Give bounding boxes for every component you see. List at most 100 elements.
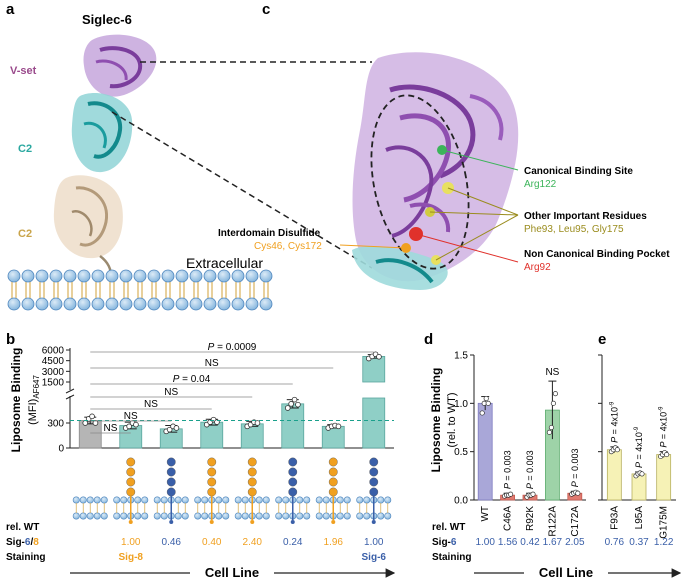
significance-label: P = 4x10-9: [609, 401, 619, 443]
x-tick-label: WT: [480, 506, 491, 522]
lipid-head: [189, 269, 203, 283]
rel-wt-value: 1.00: [364, 537, 384, 548]
lipid-head: [315, 496, 323, 504]
vset-structure-closeup: [352, 52, 519, 290]
siglec-domain: [126, 457, 136, 467]
annotation-noncanonical-title: Non Canonical Binding Pocket: [524, 249, 670, 260]
lipid-head: [222, 512, 230, 520]
lipid-head: [174, 496, 182, 504]
siglec-domain: [328, 467, 338, 477]
siglec-tail: [371, 520, 376, 524]
data-point: [166, 426, 173, 433]
siglec-domain: [166, 467, 176, 477]
rel-wt-value: 1.00: [475, 537, 495, 548]
siglec-domain: [207, 467, 217, 477]
staining-label: Sig-8: [119, 552, 144, 563]
rel-wt-value: 0.46: [162, 537, 182, 548]
data-point: [295, 401, 301, 408]
lipid-head: [133, 269, 147, 283]
y-tick-label: 1.0: [454, 399, 468, 410]
lipid-head: [245, 269, 259, 283]
lipid-head: [105, 269, 119, 283]
lipid-head: [282, 496, 290, 504]
axis-break-mark: [65, 394, 75, 400]
lipid-head: [275, 512, 283, 520]
panel-b-ylabel2: (MFI)AF647: [27, 375, 41, 425]
lipid-head: [363, 496, 371, 504]
rel-wt-value: 1.00: [121, 537, 141, 548]
data-point: [664, 452, 670, 458]
lipid-head: [231, 269, 245, 283]
membrane-label: Extracellular: [186, 255, 263, 271]
y-tick-label: 0.0: [454, 496, 468, 507]
y-tick-label: 1500: [42, 378, 65, 389]
lipid-head: [194, 496, 202, 504]
significance-label: NS: [164, 387, 178, 398]
lipid-head: [203, 297, 217, 311]
significance-label: NS: [205, 358, 219, 369]
lipid-head: [86, 512, 94, 520]
lipid-head: [282, 512, 290, 520]
lipid-head: [35, 297, 49, 311]
row-label-staining-d: Staining: [432, 552, 471, 563]
protein-structure: [53, 34, 157, 277]
bar: [477, 402, 493, 501]
rel-wt-value: 0.40: [202, 537, 222, 548]
panel-a: a Siglec-6 V-set C2 C2 Extracellular: [6, 1, 373, 311]
lipid-head: [86, 496, 94, 504]
x-tick-label: G175M: [659, 506, 670, 539]
lipid-head: [303, 512, 311, 520]
siglec-domain: [126, 477, 136, 487]
lipid-head: [241, 496, 249, 504]
lipid-head: [7, 297, 21, 311]
lipid-head: [93, 496, 101, 504]
protein-title: Siglec-6: [82, 12, 132, 27]
bar: [606, 449, 622, 501]
lipid-head: [241, 512, 249, 520]
cell-line-label-bg-b: [190, 564, 274, 579]
siglec-domain: [369, 487, 379, 497]
lipid-head: [259, 297, 273, 311]
bar: [362, 397, 386, 449]
rel-wt-value: 2.05: [565, 537, 585, 548]
x-tick-label: C172A: [570, 506, 581, 537]
lipid-head: [217, 297, 231, 311]
data-point: [575, 490, 581, 496]
significance-label: P = 4x10-9: [659, 406, 669, 448]
data-point: [376, 353, 382, 360]
siglec-domain: [126, 467, 136, 477]
lipid-head: [49, 297, 63, 311]
siglec-domain: [288, 467, 298, 477]
lipid-head: [201, 512, 209, 520]
rel-wt-value: 1.56: [498, 537, 518, 548]
lipid-head: [160, 512, 168, 520]
leader-line-other-3: [435, 214, 519, 261]
significance-label: P = 0.0009: [208, 342, 257, 353]
lipid-head: [181, 512, 189, 520]
lipid-head: [377, 496, 385, 504]
lipid-head: [161, 297, 175, 311]
row-label-sig-d: Sig-6: [432, 537, 457, 548]
rel-wt-value: 1.96: [324, 537, 344, 548]
cell-line-label-bg-d: [524, 564, 608, 579]
rel-wt-value: 1.67: [543, 537, 563, 548]
lipid-head: [153, 496, 161, 504]
y-tick-label: 0.5: [454, 447, 468, 458]
rel-wt-value: 1.22: [654, 537, 674, 548]
lipid-head: [141, 496, 149, 504]
lipid-head: [100, 512, 108, 520]
siglec-domain: [207, 487, 217, 497]
panel-label-e: e: [598, 331, 606, 348]
significance-label: P = 4x10-9: [634, 426, 644, 468]
lipid-head: [79, 512, 87, 520]
lipid-head: [343, 512, 351, 520]
y-tick-label: 300: [47, 419, 64, 430]
lipid-head: [234, 496, 242, 504]
lipid-head: [141, 512, 149, 520]
siglec-domain: [369, 457, 379, 467]
lipid-head: [7, 269, 21, 283]
cell-line-icons: [72, 457, 392, 524]
